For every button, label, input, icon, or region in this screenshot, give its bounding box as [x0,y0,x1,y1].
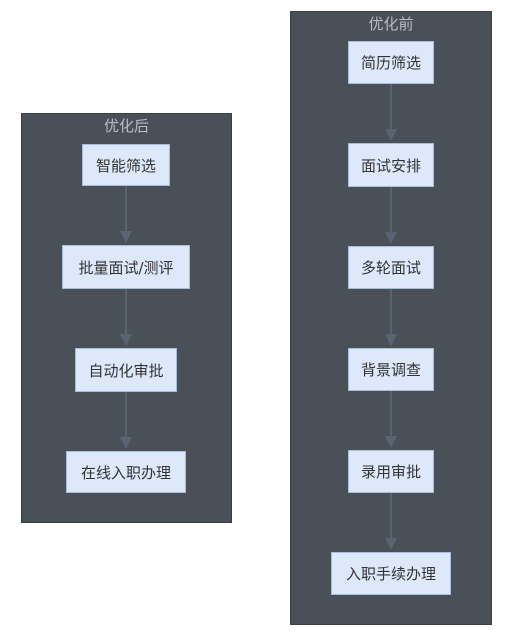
node-online-onboarding: 在线入职办理 [66,451,186,493]
node-automated-approval: 自动化审批 [75,348,177,392]
cluster-before-title: 优化前 [368,15,414,33]
node-background-check: 背景调查 [348,348,434,391]
node-batch-interview-assessment: 批量面试/测评 [62,245,190,289]
node-hiring-approval: 录用审批 [348,450,434,493]
cluster-before: 优化前 [290,11,492,625]
node-resume-screening: 简历筛选 [348,41,434,84]
node-multi-round-interview: 多轮面试 [348,246,434,289]
cluster-after-title: 优化后 [103,117,149,135]
node-interview-scheduling: 面试安排 [348,143,434,187]
node-smart-screening: 智能筛选 [82,144,170,186]
node-onboarding-procedures: 入职手续办理 [331,552,451,595]
